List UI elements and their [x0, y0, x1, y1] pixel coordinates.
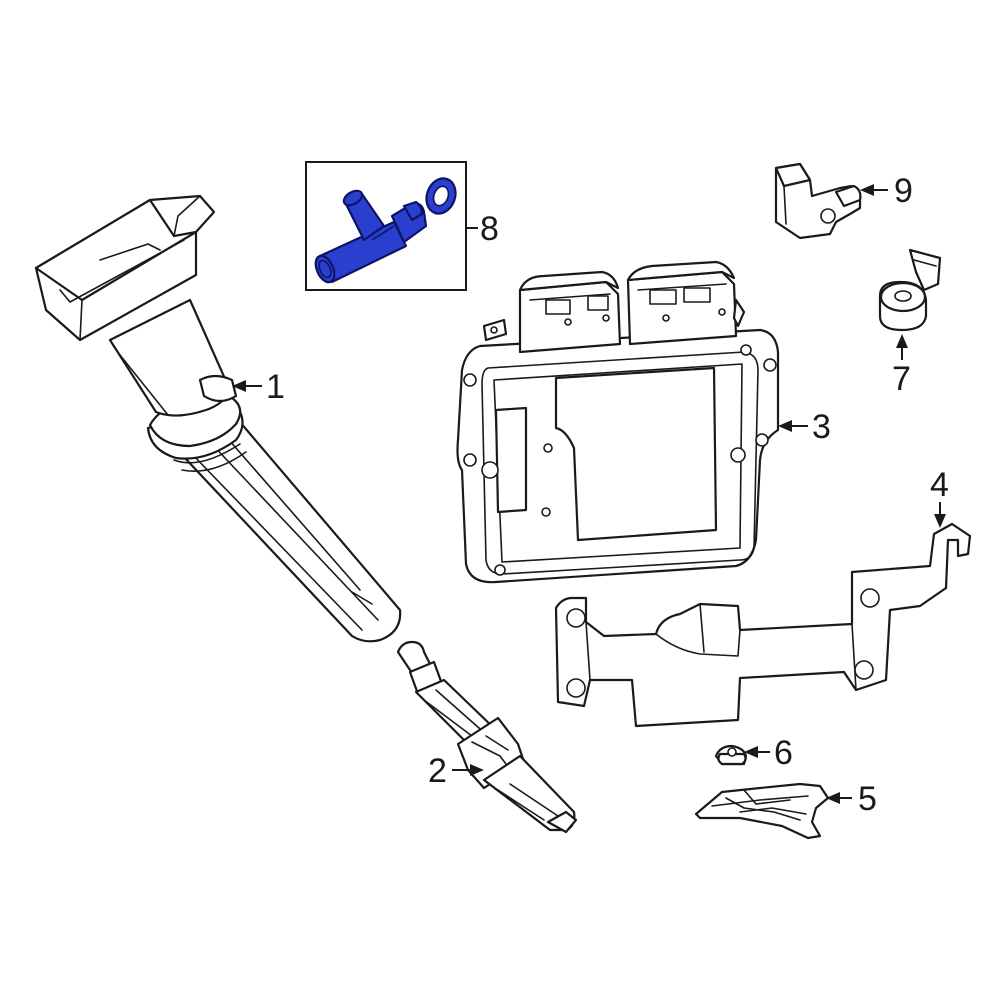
callout-label-6: 6: [774, 734, 793, 772]
callout-7: 7: [892, 334, 911, 398]
ignition-coil[interactable]: [34, 194, 402, 643]
callout-label-9: 9: [894, 172, 913, 210]
crankshaft-position-sensor[interactable]: [774, 162, 862, 240]
callout-2: 2: [428, 752, 484, 790]
callout-8: 8: [466, 210, 499, 248]
callout-label-2: 2: [428, 752, 447, 790]
callout-1: 1: [232, 368, 285, 406]
callout-label-4: 4: [930, 466, 949, 504]
engine-control-module[interactable]: [456, 260, 780, 584]
callout-5: 5: [826, 780, 877, 818]
callout-label-8: 8: [480, 210, 499, 248]
knock-sensor[interactable]: [878, 248, 942, 332]
callout-label-5: 5: [858, 780, 877, 818]
callout-6: 6: [744, 734, 793, 772]
callout-label-3: 3: [812, 408, 831, 446]
callout-9: 9: [860, 172, 913, 210]
camshaft-position-sensor-inset[interactable]: [305, 161, 467, 291]
module-bracket[interactable]: [554, 522, 972, 728]
callout-label-7: 7: [892, 360, 911, 398]
callout-label-1: 1: [266, 368, 285, 406]
callout-4: 4: [930, 466, 949, 528]
clip[interactable]: [714, 744, 748, 766]
camshaft-position-sensor[interactable]: [312, 174, 460, 285]
spark-plug[interactable]: [396, 640, 578, 834]
callout-3: 3: [778, 408, 831, 446]
wiring-harness[interactable]: [694, 782, 830, 840]
